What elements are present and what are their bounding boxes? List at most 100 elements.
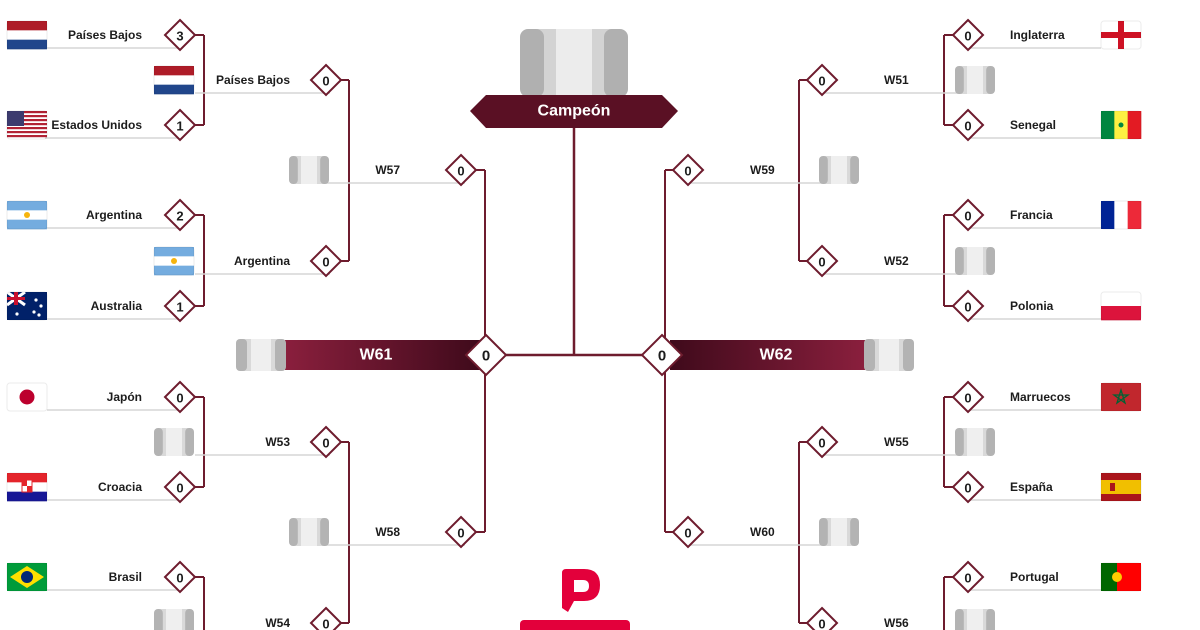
match-score: 0 (309, 606, 343, 630)
netherlands-flag-icon (153, 65, 195, 95)
match-score: 0 (805, 244, 839, 278)
team-score: 0 (951, 289, 985, 323)
match-label: W51 (884, 73, 909, 87)
team-score: 0 (163, 470, 197, 504)
match-label: W57 (375, 163, 400, 177)
brazil-flag-icon (6, 562, 48, 592)
match-label: W60 (750, 525, 775, 539)
match-label: W58 (375, 525, 400, 539)
score-diamond-shape (163, 289, 197, 323)
australia-flag-icon (6, 290, 48, 321)
score-diamond-shape (951, 198, 985, 232)
champion-label: Campeón (538, 103, 611, 120)
champion-slot-icon-center (556, 29, 592, 97)
score-value: 0 (658, 348, 666, 365)
team-score: 0 (951, 470, 985, 504)
poland-flag-icon (1100, 291, 1142, 321)
empty-slot-icon (819, 518, 859, 546)
argentina-flag-icon (153, 246, 195, 276)
score-diamond-shape (444, 153, 478, 187)
semifinal-bar-right (670, 340, 865, 370)
score-diamond-shape (951, 560, 985, 594)
score-value: 0 (322, 436, 329, 451)
team-score: 0 (951, 380, 985, 414)
team-name: España (1010, 480, 1053, 494)
croatia-flag-icon (6, 472, 48, 502)
score-diamond-shape (805, 606, 839, 630)
score-value: 0 (818, 617, 825, 630)
champion-slot-icon-left (520, 29, 544, 97)
score-value: 0 (964, 481, 971, 496)
team-score: 2 (163, 198, 197, 232)
score-value: 0 (684, 526, 691, 541)
score-diamond-shape (309, 425, 343, 459)
empty-slot-icon (955, 66, 995, 94)
score-diamond-shape (444, 515, 478, 549)
empty-slot-icon (819, 156, 859, 184)
score-value: 0 (964, 571, 971, 586)
score-value: 0 (322, 617, 329, 630)
empty-slot-icon (955, 428, 995, 456)
score-value: 0 (457, 164, 464, 179)
semifinal-bar-left (285, 340, 480, 370)
argentina-flag-icon (6, 200, 48, 230)
morocco-flag-icon (1100, 382, 1142, 412)
match-score: 0 (671, 153, 705, 187)
match-label: W55 (884, 435, 909, 449)
score-diamond-shape (671, 515, 705, 549)
match-score: 0 (444, 153, 478, 187)
score-value: 0 (964, 29, 971, 44)
empty-slot-icon (864, 339, 914, 371)
empty-slot-icon (154, 428, 194, 456)
team-score: 1 (163, 108, 197, 142)
score-value: 0 (818, 74, 825, 89)
team-name: Estados Unidos (51, 118, 142, 132)
england-flag-icon (1100, 20, 1142, 50)
match-score: 0 (805, 425, 839, 459)
team-name: Brasil (109, 570, 142, 584)
match-score: 0 (805, 606, 839, 630)
score-diamond-shape (640, 333, 684, 377)
score-value: 0 (322, 255, 329, 270)
team-score: 0 (163, 560, 197, 594)
score-diamond-shape (163, 380, 197, 414)
score-diamond-shape (951, 380, 985, 414)
team-name: Polonia (1010, 299, 1054, 313)
semifinal-score: 0 (464, 333, 508, 377)
score-value: 0 (457, 526, 464, 541)
empty-slot-icon (289, 156, 329, 184)
senegal-flag-icon (1100, 110, 1142, 140)
team-score: 1 (163, 289, 197, 323)
team-name: Francia (1010, 208, 1053, 222)
score-diamond-shape (309, 606, 343, 630)
match-score: 0 (444, 515, 478, 549)
france-flag-icon (1100, 200, 1142, 230)
score-diamond-shape (951, 108, 985, 142)
score-diamond-shape (163, 560, 197, 594)
score-diamond-shape (309, 244, 343, 278)
score-value: 0 (818, 436, 825, 451)
score-value: 0 (964, 119, 971, 134)
team-score: 0 (163, 380, 197, 414)
score-diamond-shape (163, 18, 197, 52)
score-value: 0 (964, 300, 971, 315)
match-score: 0 (309, 244, 343, 278)
score-value: 3 (176, 29, 183, 44)
semifinal-score: 0 (640, 333, 684, 377)
score-value: 1 (176, 119, 183, 134)
match-score: 0 (309, 425, 343, 459)
match-label: W59 (750, 163, 775, 177)
score-diamond-shape (309, 63, 343, 97)
team-score: 0 (951, 108, 985, 142)
score-value: 0 (176, 481, 183, 496)
match-label: W53 (265, 435, 290, 449)
empty-slot-icon (289, 518, 329, 546)
usa-flag-icon (6, 110, 48, 140)
match-label: Países Bajos (216, 73, 290, 87)
score-diamond-shape (464, 333, 508, 377)
team-name: Argentina (86, 208, 142, 222)
score-value: 0 (818, 255, 825, 270)
semifinal-label: W62 (760, 347, 793, 364)
score-diamond-shape (163, 198, 197, 232)
